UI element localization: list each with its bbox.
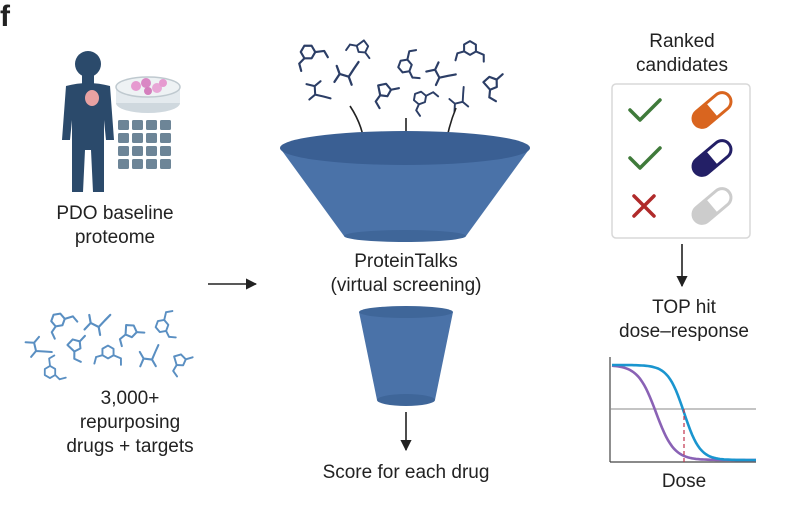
patient-figure-icon xyxy=(62,51,114,192)
proteome-grid-cell xyxy=(146,120,157,130)
check-icon xyxy=(628,98,662,122)
proteome-grid-cell xyxy=(160,159,171,169)
molecule-icon xyxy=(410,88,440,120)
funnel-top-icon xyxy=(280,131,530,242)
molecule-icon xyxy=(344,38,372,63)
output-label: Score for each drug xyxy=(322,462,490,483)
dose-axis-label: Dose xyxy=(661,471,707,492)
proteome-label-line1: PDO baseline xyxy=(56,203,174,224)
proteome-grid-cell xyxy=(160,133,171,143)
tophit-label: TOP hit dose–response xyxy=(604,296,764,344)
molecule-icon xyxy=(449,37,488,75)
proteome-grid-cell xyxy=(146,146,157,156)
proteome-label: PDO baseline proteome xyxy=(30,202,200,250)
molecule-icon xyxy=(393,46,433,86)
drugs-label-line1: 3,000+ xyxy=(100,388,160,409)
proteome-grid-icon xyxy=(118,120,171,169)
drugs-label: 3,000+ repurposing drugs + targets xyxy=(40,387,220,459)
molecule-icon xyxy=(65,334,94,366)
proteome-label-line2: proteome xyxy=(74,227,156,248)
molecule-icon xyxy=(114,321,146,354)
ranked-label-line2: candidates xyxy=(636,55,728,76)
pill-icon xyxy=(691,91,733,129)
molecule-icon xyxy=(291,39,331,81)
molecule-icon xyxy=(169,352,194,380)
candidate-row xyxy=(628,139,733,177)
molecule-icon xyxy=(39,353,74,386)
pill-icon xyxy=(691,187,733,225)
repurposing-drugs-molecules-icon xyxy=(19,307,194,386)
molecule-icon xyxy=(88,342,125,378)
drugs-label-line2: repurposing xyxy=(79,412,181,433)
dose-response-plot xyxy=(609,357,756,463)
molecule-icon xyxy=(151,307,188,345)
proteome-grid-cell xyxy=(132,159,143,169)
funnel-bottom-icon xyxy=(359,306,453,406)
candidate-row xyxy=(632,187,733,225)
proteome-grid-cell xyxy=(160,146,171,156)
pill-icon xyxy=(691,139,733,177)
ranked-label-line1: Ranked xyxy=(649,31,715,52)
proteome-grid-cell xyxy=(118,146,129,156)
molecule-icon xyxy=(371,80,401,113)
proteome-grid-cell xyxy=(118,133,129,143)
proteome-grid-cell xyxy=(132,146,143,156)
proteome-grid-cell xyxy=(146,159,157,169)
proteome-grid-cell xyxy=(160,120,171,130)
candidate-molecules-icon xyxy=(291,37,511,120)
ranked-label: Ranked candidates xyxy=(612,30,752,78)
proteome-grid-cell xyxy=(118,159,129,169)
tophit-label-line1: TOP hit xyxy=(652,297,716,318)
proteome-grid-cell xyxy=(146,133,157,143)
proteome-grid-cell xyxy=(118,120,129,130)
engine-label-name: ProteinTalks xyxy=(354,251,458,272)
candidate-rows xyxy=(628,91,733,225)
cross-icon xyxy=(632,194,656,218)
proteome-grid-cell xyxy=(132,133,143,143)
check-icon xyxy=(628,146,662,170)
organoid-dish-icon xyxy=(115,76,181,113)
panel-letter: f xyxy=(0,0,10,33)
tophit-label-line2: dose–response xyxy=(619,321,749,342)
molecule-icon xyxy=(421,58,459,92)
candidate-row xyxy=(628,91,733,129)
molecule-icon xyxy=(132,341,168,375)
engine-label: ProteinTalks (virtual screening) xyxy=(300,250,512,298)
molecule-icon xyxy=(299,74,335,111)
drugs-label-line3: drugs + targets xyxy=(66,436,194,457)
molecule-icon xyxy=(328,57,367,92)
proteome-grid-cell xyxy=(132,120,143,130)
engine-label-subtitle: (virtual screening) xyxy=(330,275,482,296)
molecule-icon xyxy=(81,310,115,339)
molecule-icon xyxy=(481,72,511,105)
molecule-icon xyxy=(444,83,477,118)
